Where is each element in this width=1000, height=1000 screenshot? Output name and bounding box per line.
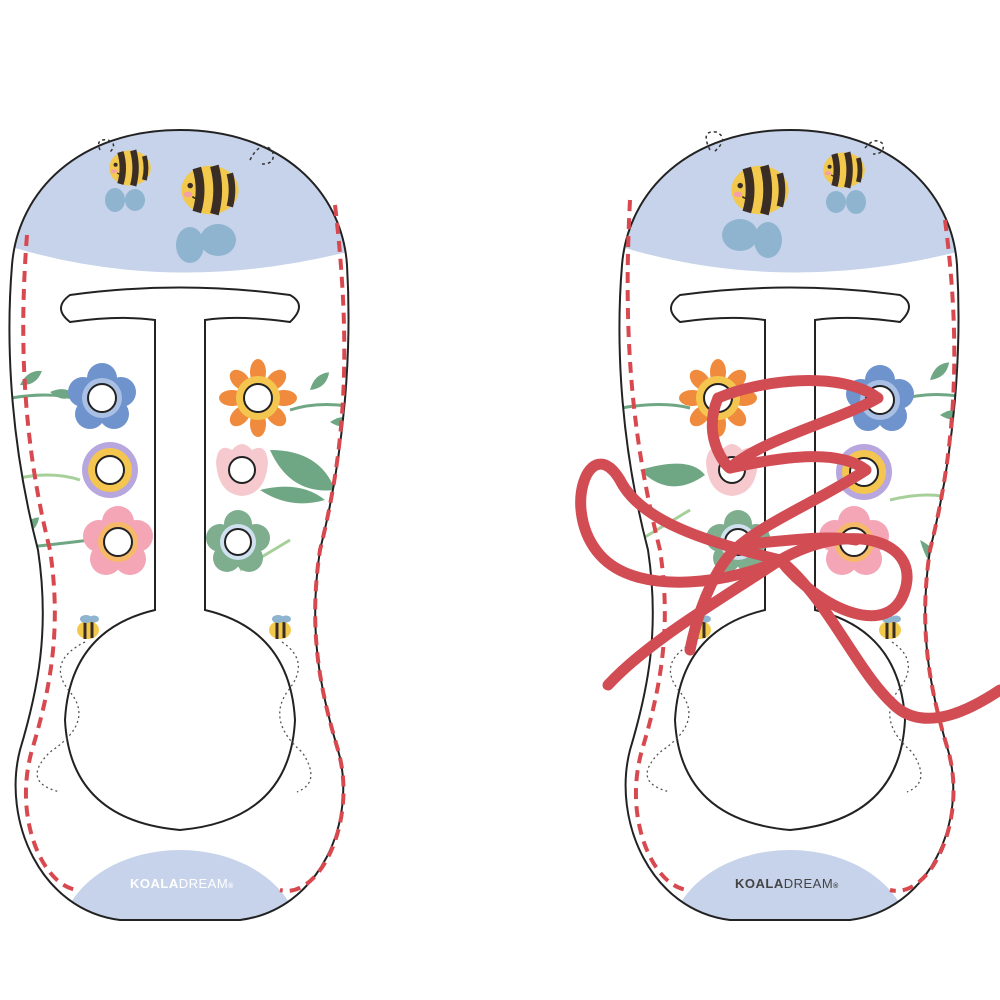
bee-large-icon [181, 166, 238, 214]
lace-slot [60, 286, 300, 832]
bottom-cap [670, 850, 910, 920]
top-cap [619, 130, 959, 273]
brand-logo: KOALADREAM® [130, 876, 234, 891]
eyelet-1[interactable] [87, 383, 117, 413]
mini-bee-left-icon [75, 613, 101, 641]
brand-logo: KOALADREAM® [735, 876, 839, 891]
bee-small-icon [109, 150, 151, 185]
top-cap [9, 130, 349, 273]
eyelet-6[interactable] [224, 528, 252, 556]
svg-text:KOALADREAM®: KOALADREAM® [130, 876, 234, 891]
eyelet-2[interactable] [95, 455, 125, 485]
bottom-cap [60, 850, 300, 920]
right-stitch [279, 204, 347, 893]
eyelet-5[interactable] [228, 456, 256, 484]
eyelet-4[interactable] [243, 383, 273, 413]
mini-bee-right-icon [267, 613, 293, 641]
svg-text:KOALADREAM®: KOALADREAM® [735, 876, 839, 891]
left-lacing-card: KOALADREAM® [8, 129, 350, 921]
eyelet-3[interactable] [103, 527, 133, 557]
shoelace[interactable] [575, 375, 1000, 724]
bee-large-icon [731, 166, 788, 214]
left-stitch [21, 234, 81, 892]
bee-small-icon [823, 152, 865, 187]
